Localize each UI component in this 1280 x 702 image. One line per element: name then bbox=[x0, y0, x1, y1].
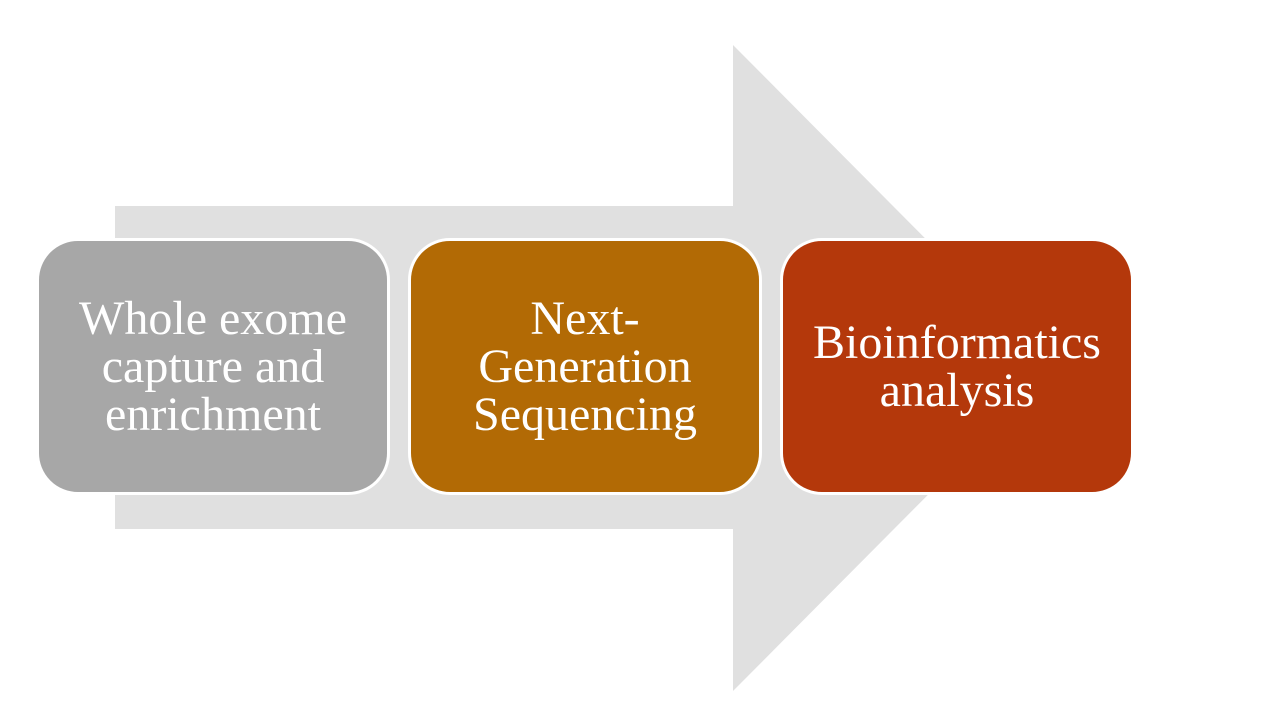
step-label: Next-Generation Sequencing bbox=[473, 291, 697, 441]
step-next-generation-sequencing: Next-Generation Sequencing bbox=[408, 238, 762, 495]
step-label: Whole exome capture and enrichment bbox=[79, 291, 347, 441]
step-bioinformatics-analysis: Bioinformatics analysis bbox=[780, 238, 1134, 495]
step-label: Bioinformatics analysis bbox=[813, 315, 1101, 417]
step-whole-exome-capture: Whole exome capture and enrichment bbox=[36, 238, 390, 495]
